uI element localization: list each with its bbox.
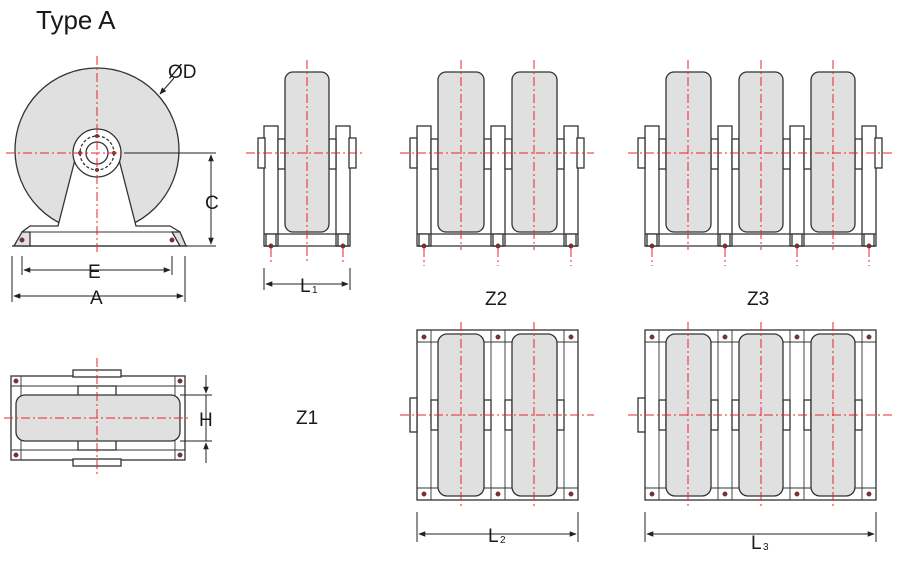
diameter-label: ØD <box>168 62 197 83</box>
z2-middle-plate <box>490 125 506 247</box>
z1-right-plate <box>335 125 351 247</box>
h-label: H <box>199 410 213 431</box>
c-label: C <box>205 193 219 214</box>
a-label: A <box>90 288 103 309</box>
z3-plate-2 <box>717 125 733 247</box>
drawing-title: Type A <box>36 5 116 35</box>
z2-left-plate <box>416 125 432 247</box>
z3-plate-4 <box>861 125 877 247</box>
z2-label: Z2 <box>485 289 507 310</box>
e-label: E <box>88 262 101 283</box>
top-view-z1: H <box>4 358 213 474</box>
top-view-z2: L 2 <box>400 322 594 547</box>
l3-label: L <box>751 533 762 554</box>
z1-label: Z1 <box>296 408 318 429</box>
side-view-z2 <box>400 60 594 266</box>
l3-subscript: 3 <box>763 542 769 553</box>
side-view-z3 <box>628 60 894 266</box>
l2-label: L <box>488 526 499 547</box>
z1-left-plate <box>263 125 279 247</box>
side-view-z1: L 1 <box>246 60 362 297</box>
l2-subscript: 2 <box>500 535 506 546</box>
z3-plate-3 <box>789 125 805 247</box>
l1-label: L <box>300 276 311 297</box>
z2-right-plate <box>563 125 579 247</box>
top-view-z3: L 3 <box>628 322 894 554</box>
z3-plate-1 <box>644 125 660 247</box>
z3-label: Z3 <box>747 289 769 310</box>
front-view: ØD C E A <box>6 56 219 309</box>
l1-subscript: 1 <box>312 285 318 296</box>
